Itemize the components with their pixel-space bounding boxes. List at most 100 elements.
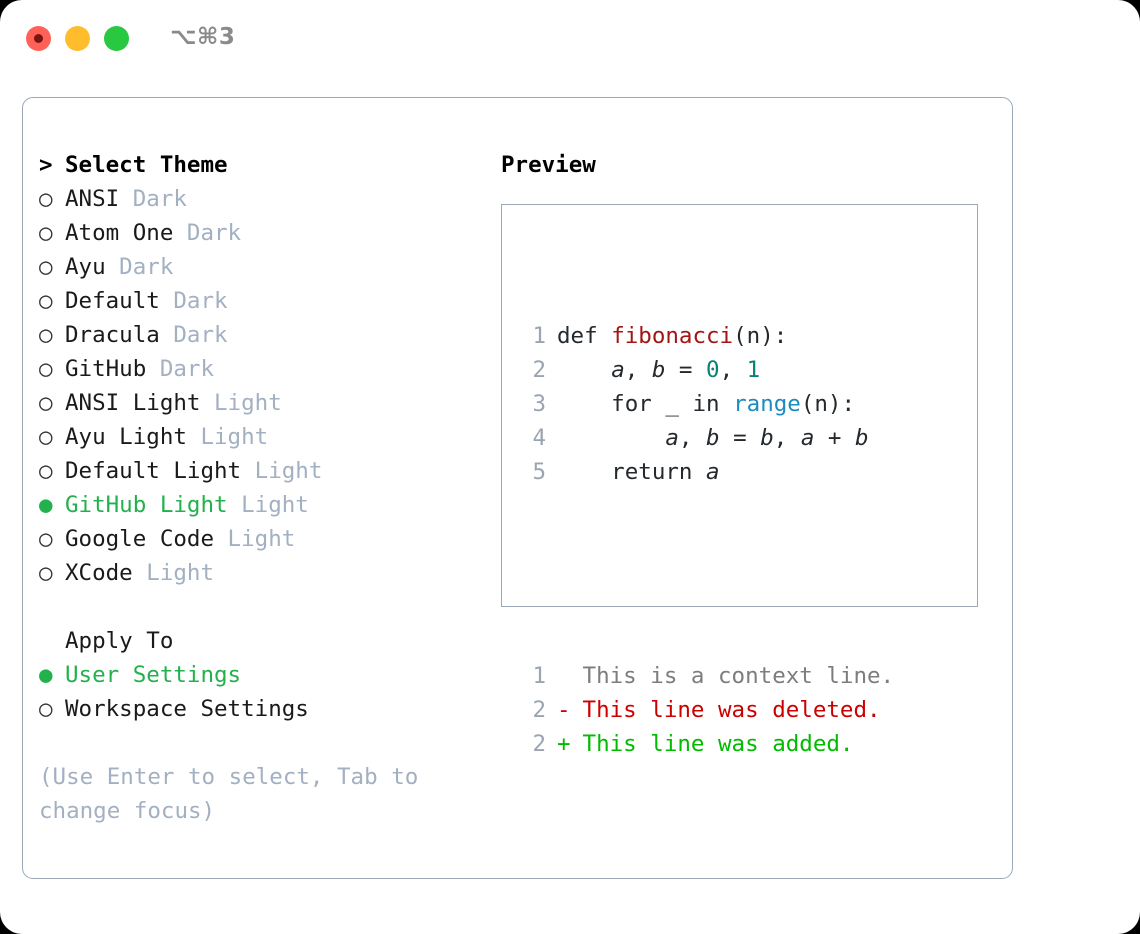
radio-empty-icon: ○ [39, 390, 53, 416]
theme-list-header-label: Select Theme [65, 152, 228, 178]
code-line: 4 a, b = b, a + b [520, 421, 894, 455]
theme-list-item[interactable]: ● GitHub Light Light [39, 488, 489, 522]
theme-list-item[interactable]: ○Atom One Dark [39, 216, 489, 250]
theme-list-item[interactable]: ○ Ayu Dark [39, 250, 489, 284]
theme-item-label: Ayu [65, 254, 106, 280]
code-token: , [773, 425, 801, 451]
theme-item-variant: Light [214, 526, 296, 552]
theme-list-header: > Select Theme [39, 148, 489, 182]
code-token: (n): [733, 323, 788, 349]
radio-empty-icon: ○ [39, 220, 53, 246]
theme-item-label: GitHub [65, 356, 147, 382]
radio-selected-icon: ● [39, 492, 53, 518]
apply-to-header: Apply To [39, 624, 489, 658]
theme-item-label: GitHub Light [65, 492, 228, 518]
code-token: = [719, 425, 761, 451]
diff-line: 1 This is a context line. [520, 659, 894, 693]
radio-empty-icon: ○ [39, 560, 53, 586]
theme-item-label: Default Light [65, 458, 242, 484]
code-token: = [665, 357, 707, 383]
line-number: 2 [532, 697, 546, 723]
code-token: fibonacci [611, 323, 734, 349]
theme-list-item[interactable]: ○ANSI Dark [39, 182, 489, 216]
code-line: 3 for _ in range(n): [520, 387, 894, 421]
theme-list-item[interactable]: ○ Default Dark [39, 284, 489, 318]
code-token: range [733, 391, 801, 417]
code-token: + [814, 425, 856, 451]
theme-item-variant: Dark [146, 356, 215, 382]
theme-list-item[interactable]: ○XCode Light [39, 556, 489, 590]
apply-to-item[interactable]: ● User Settings [39, 658, 489, 692]
code-token [557, 425, 665, 451]
radio-empty-icon: ○ [39, 254, 53, 280]
selection-arrow-icon: > [39, 152, 53, 178]
theme-item-label: Atom One [65, 220, 174, 246]
theme-item-label: Google Code [65, 526, 215, 552]
title-bar: ⌥⌘3 [0, 0, 1140, 78]
theme-item-variant: Light [186, 424, 269, 450]
code-token: b [651, 357, 666, 383]
apply-to-list[interactable]: ● User Settings ○ Workspace Settings [39, 658, 489, 726]
theme-item-label: ANSI Light [65, 390, 201, 416]
code-token: a [706, 459, 720, 485]
code-token: a [800, 425, 815, 451]
code-token: , [678, 425, 707, 451]
theme-list-item[interactable]: ○ANSI Light Light [39, 386, 489, 420]
line-number: 4 [532, 425, 546, 451]
radio-empty-icon: ○ [39, 356, 53, 382]
theme-list-item[interactable]: ○Dracula Dark [39, 318, 489, 352]
theme-selector-column: > Select Theme ○ANSI Dark ○ Atom One Dark ○ A… [39, 148, 489, 828]
line-number: 2 [532, 357, 546, 383]
diff-sign: + [557, 731, 571, 757]
theme-item-variant: Light [227, 492, 309, 518]
code-token: a [611, 357, 625, 383]
keyboard-shortcut-label: ⌥⌘3 [170, 24, 236, 50]
code-token: b [760, 425, 774, 451]
theme-item-variant: Light [241, 458, 323, 484]
theme-list[interactable]: ○ANSI Dark○Atom One Dark○Ayu Dark○Defaul… [39, 182, 489, 590]
code-token: return [557, 459, 707, 485]
line-number: 1 [532, 323, 546, 349]
radio-empty-icon: ○ [39, 288, 53, 314]
code-line: 5 return a [520, 455, 894, 489]
theme-item-variant: Dark [105, 254, 174, 280]
radio-empty-icon: ○ [39, 424, 53, 450]
theme-item-label: Default [65, 288, 160, 314]
theme-item-label: Ayu Light [65, 424, 187, 450]
theme-list-item[interactable]: ○Google Code Light [39, 522, 489, 556]
theme-item-variant: Light [132, 560, 215, 586]
diff-line: 2+ This line was added. [520, 727, 894, 761]
radio-empty-icon: ○ [39, 696, 53, 722]
theme-item-variant: Dark [119, 186, 187, 212]
line-number: 3 [532, 391, 546, 417]
diff-sign [557, 659, 569, 693]
maximize-button[interactable] [104, 26, 129, 51]
apply-to-item-label: User Settings [65, 662, 242, 688]
code-token: 0 [706, 357, 720, 383]
radio-empty-icon: ○ [39, 322, 53, 348]
close-button[interactable] [26, 26, 51, 51]
diff-sign: - [557, 697, 571, 723]
apply-to-header-label: Apply To [65, 628, 174, 654]
theme-list-item[interactable]: ○ GitHub Dark [39, 352, 489, 386]
code-token: (n): [800, 391, 856, 417]
code-token: for _ in [557, 391, 734, 417]
theme-list-item[interactable]: ○ Ayu Light Light [39, 420, 489, 454]
code-line: 2 a, b = 0, 1 [520, 353, 894, 387]
theme-list-item[interactable]: ○Default Light Light [39, 454, 489, 488]
apply-to-item-label: Workspace Settings [65, 696, 309, 722]
preview-title: Preview [501, 152, 596, 178]
diff-line-content: This is a context line. [557, 663, 895, 689]
code-token: , [624, 357, 652, 383]
radio-selected-icon: ● [39, 662, 53, 688]
apply-to-item[interactable]: ○ Workspace Settings [39, 692, 489, 726]
line-number: 2 [532, 731, 546, 757]
theme-item-variant: Dark [159, 288, 228, 314]
code-token: 1 [746, 357, 761, 383]
code-token: def [557, 323, 612, 349]
minimize-button[interactable] [65, 26, 90, 51]
